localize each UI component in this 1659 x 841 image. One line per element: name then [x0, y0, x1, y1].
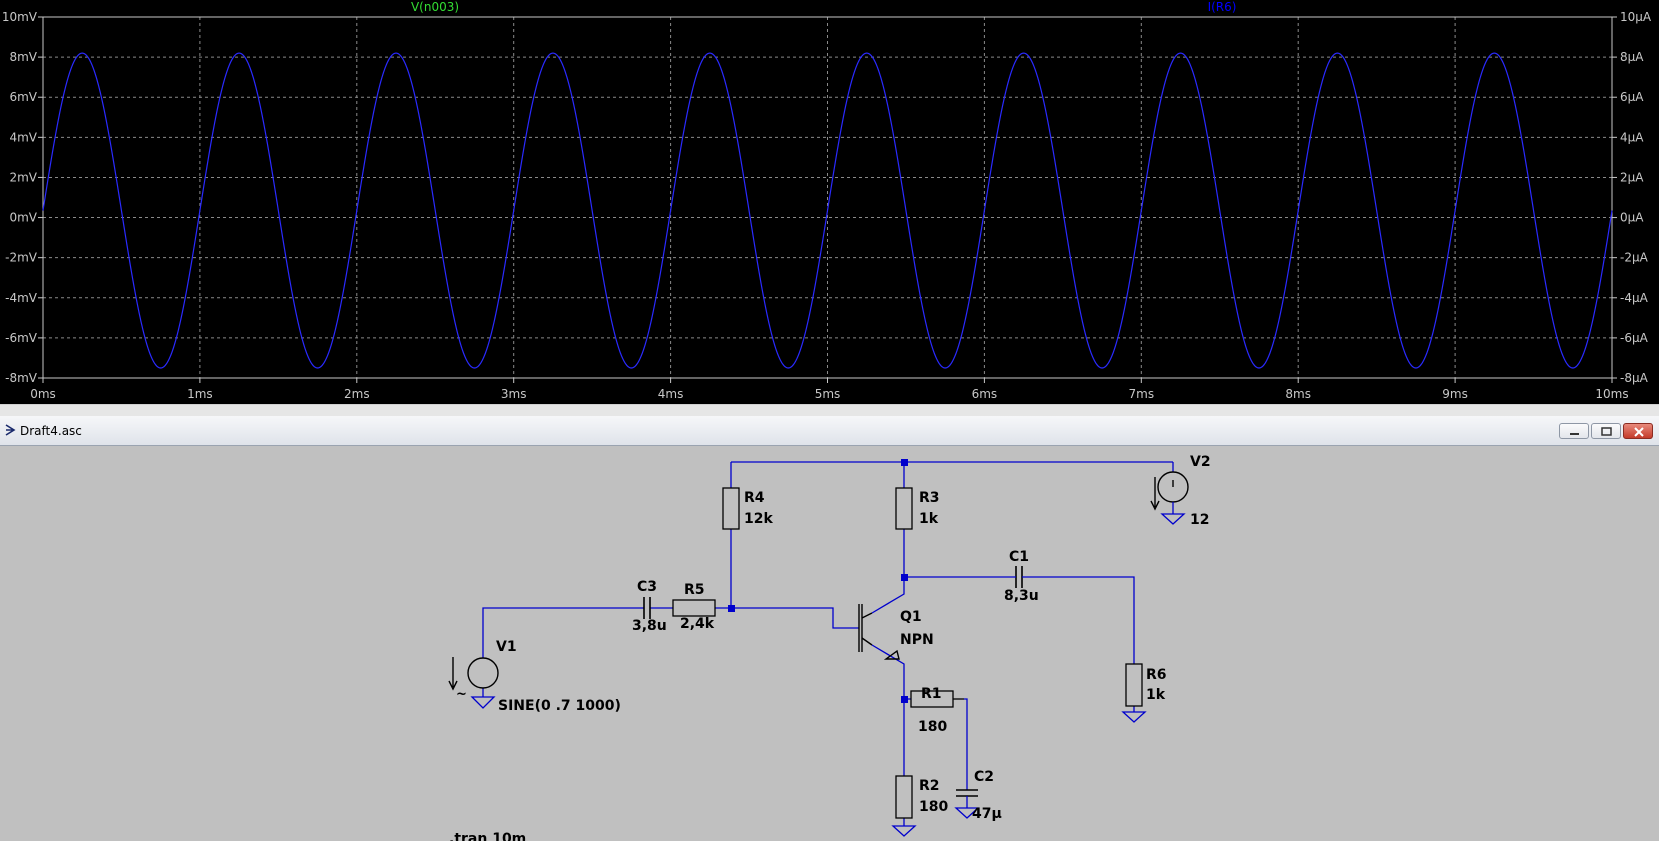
trace-line	[42, 52, 1613, 369]
label-v1-value[interactable]: SINE(0 .7 1000)	[498, 698, 621, 714]
y-right-tick-label: 6µA	[1620, 90, 1644, 104]
resistor-r3[interactable]	[895, 487, 913, 530]
label-c1-name[interactable]: C1	[1009, 549, 1029, 565]
label-r1-name[interactable]: R1	[921, 686, 942, 702]
v2-arrow-icon	[1150, 477, 1160, 511]
resistor-r4[interactable]	[722, 487, 740, 530]
x-tick-label: 1ms	[187, 387, 213, 401]
label-r5-value[interactable]: 2,4k	[680, 616, 715, 632]
wire-base-input[interactable]	[482, 607, 859, 658]
wire-q1-leads[interactable]	[871, 577, 905, 699]
label-c1-value[interactable]: 8,3u	[1004, 588, 1039, 604]
label-r2-value[interactable]: 180	[919, 799, 948, 815]
ground-icon	[1121, 711, 1147, 723]
label-v1-symbol: ~	[456, 687, 467, 702]
resistor-r6[interactable]	[1125, 663, 1143, 707]
schematic-window[interactable]: Draft4.asc	[0, 416, 1659, 841]
label-q1-name[interactable]: Q1	[900, 609, 922, 625]
label-r1-value[interactable]: 180	[918, 719, 947, 735]
x-tick-label: 7ms	[1129, 387, 1155, 401]
schematic-canvas[interactable]: V2 12 R4 12k R3 1k C1 8,3u C3 3,8u R5 2,…	[0, 446, 1659, 841]
label-r4-value[interactable]: 12k	[744, 511, 773, 527]
ltspice-app-icon	[5, 424, 16, 436]
y-left-tick-label: 2mV	[9, 170, 37, 184]
window-titlebar[interactable]: Draft4.asc	[0, 416, 1659, 446]
y-left-tick-label: 0mV	[9, 211, 37, 225]
label-r2-name[interactable]: R2	[919, 778, 940, 794]
label-v1-name[interactable]: V1	[496, 639, 517, 655]
ground-icon	[954, 807, 980, 819]
x-tick-label: 3ms	[501, 387, 527, 401]
ground-icon	[470, 696, 496, 709]
ground-symbols	[470, 513, 1186, 837]
label-r5-name[interactable]: R5	[684, 582, 705, 598]
y-left-tick-label: 4mV	[9, 130, 37, 144]
label-r3-name[interactable]: R3	[919, 490, 940, 506]
voltage-source-v1[interactable]	[467, 657, 499, 689]
x-tick-label: 0ms	[30, 387, 56, 401]
x-tick-label: 10ms	[1595, 387, 1628, 401]
label-c3-name[interactable]: C3	[637, 579, 657, 595]
y-right-tick-label: -2µA	[1620, 251, 1649, 265]
label-q1-value[interactable]: NPN	[900, 632, 934, 648]
waveform-plot-pane[interactable]: 0ms 1ms 2ms 3ms 4ms 5ms 6ms 7ms 8ms 9ms 10ms 10mV 10…	[0, 0, 1659, 408]
plot-background	[0, 0, 1659, 405]
y-right-tick-label: -6µA	[1620, 331, 1649, 345]
label-r3-value[interactable]: 1k	[919, 511, 939, 527]
y-right-tick-label: 2µA	[1620, 170, 1644, 184]
y-left-tick-label: -4mV	[5, 291, 38, 305]
x-tick-label: 5ms	[815, 387, 841, 401]
label-r6-name[interactable]: R6	[1146, 667, 1167, 683]
x-tick-label: 6ms	[972, 387, 998, 401]
y-left-tick-label: 6mV	[9, 90, 37, 104]
restore-icon	[1601, 427, 1612, 436]
spice-directive[interactable]: .tran 10m	[449, 831, 526, 841]
capacitor-c1[interactable]	[1015, 566, 1023, 588]
x-tick-label: 2ms	[344, 387, 370, 401]
y-right-tick-label: 0µA	[1620, 211, 1644, 225]
y-right-tick-label: 10µA	[1620, 10, 1652, 24]
trace-label-right[interactable]: I(R6)	[1208, 0, 1237, 14]
transistor-q1[interactable]	[858, 604, 900, 660]
y-right-tick-label: 8µA	[1620, 50, 1644, 64]
label-r4-name[interactable]: R4	[744, 490, 765, 506]
restore-button[interactable]	[1591, 423, 1621, 439]
label-v2-value[interactable]: 12	[1190, 512, 1209, 528]
y-left-tick-label: -8mV	[5, 371, 38, 385]
wire-c1-r6[interactable]	[904, 576, 1135, 712]
v1-arrow-icon	[448, 657, 458, 691]
capacitor-c3[interactable]	[643, 597, 651, 619]
label-r6-value[interactable]: 1k	[1146, 687, 1166, 703]
junction-dots	[728, 459, 908, 703]
label-c3-value[interactable]: 3,8u	[632, 618, 667, 634]
resistor-r2[interactable]	[895, 775, 913, 819]
resistor-r5[interactable]	[672, 599, 716, 617]
x-tick-label: 8ms	[1285, 387, 1311, 401]
minimize-button[interactable]	[1559, 423, 1589, 439]
window-title: Draft4.asc	[20, 424, 82, 438]
label-c2-value[interactable]: 47µ	[972, 806, 1002, 822]
ground-icon	[1160, 513, 1186, 525]
ground-icon	[891, 825, 917, 837]
x-tick-label: 9ms	[1442, 387, 1468, 401]
y-right-tick-label: -8µA	[1620, 371, 1649, 385]
plot-grid	[43, 17, 1612, 378]
capacitor-c2[interactable]	[956, 789, 978, 797]
label-v2-name[interactable]: V2	[1190, 454, 1211, 470]
y-left-tick-label: -2mV	[5, 251, 38, 265]
y-right-tick-label: -4µA	[1620, 291, 1649, 305]
minimize-icon	[1570, 433, 1579, 435]
close-button[interactable]	[1623, 423, 1653, 439]
y-left-tick-label: 8mV	[9, 50, 37, 64]
y-right-tick-label: 4µA	[1620, 130, 1644, 144]
y-left-tick-label: 10mV	[2, 10, 38, 24]
plot-ticks: 0ms 1ms 2ms 3ms 4ms 5ms 6ms 7ms 8ms 9ms 10ms 10mV 10…	[2, 10, 1652, 401]
trace-label-left[interactable]: V(n003)	[411, 0, 459, 14]
label-c2-name[interactable]: C2	[974, 769, 994, 785]
wire-r1-c2[interactable]	[904, 698, 968, 790]
y-left-tick-label: -6mV	[5, 331, 38, 345]
close-icon	[1634, 427, 1644, 437]
x-tick-label: 4ms	[658, 387, 684, 401]
waveform-plot[interactable]: 0ms 1ms 2ms 3ms 4ms 5ms 6ms 7ms 8ms 9ms 10ms 10mV 10…	[0, 0, 1659, 405]
